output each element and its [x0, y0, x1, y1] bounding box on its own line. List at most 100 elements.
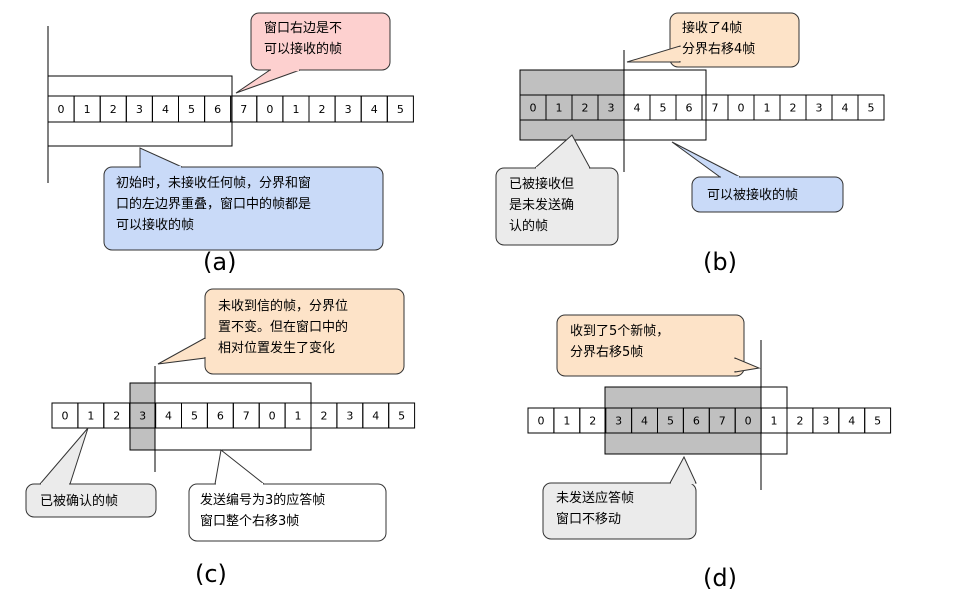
callout-text-line: 分界右移5帧: [570, 345, 643, 360]
frame-number: 1: [84, 103, 91, 116]
callout-box: [188, 483, 387, 542]
callout-box: [204, 288, 405, 375]
frame-number: 3: [345, 103, 352, 116]
frame-number: 6: [686, 102, 693, 115]
callout-box: [556, 314, 745, 377]
frame-number: 2: [320, 410, 327, 423]
frame-cell: 1: [77, 402, 105, 429]
frame-cell: 2: [786, 407, 814, 434]
frame-cell: 3: [334, 95, 362, 123]
callout-box: [25, 483, 157, 518]
frame-cell-box: [857, 94, 885, 121]
frame-number: 0: [738, 102, 745, 115]
frame-number: 5: [191, 410, 198, 423]
frame-number: 1: [563, 415, 570, 428]
frame-number: 6: [693, 415, 700, 428]
callout-text-line: 发送编号为3的应答帧: [200, 492, 325, 508]
frame-number: 4: [371, 103, 378, 116]
frame-cell: 4: [831, 94, 859, 121]
frame-number: 2: [589, 415, 596, 428]
frame-cell: 3: [336, 402, 364, 429]
frame-number: 0: [269, 410, 276, 423]
callout-text-line: 可以被接收的帧: [707, 187, 798, 203]
frame-number: 0: [58, 103, 65, 116]
frame-cell: 2: [103, 402, 131, 429]
frame-number: 0: [266, 103, 273, 116]
frame-number: 3: [816, 102, 823, 115]
frame-cell: 1: [760, 407, 788, 434]
callout-text-line: 分界右移4帧: [682, 42, 755, 57]
callout-pointer: [38, 427, 89, 485]
frame-cell: 2: [779, 94, 807, 121]
callout-pointer: [671, 141, 741, 178]
callout-box: [542, 482, 697, 540]
callout-text-line: 已被确认的帧: [40, 493, 118, 509]
panel-label: (c): [195, 560, 227, 588]
frame-number: 0: [537, 415, 544, 428]
shaded-region: [130, 383, 155, 450]
frame-cell: 3: [125, 95, 153, 123]
frame-number: 2: [796, 415, 803, 428]
frame-cell: 6: [206, 402, 234, 429]
callout-text-line: 收到了5个新帧，: [570, 323, 669, 339]
frame-cell: 0: [47, 95, 75, 123]
callout-pointer: [214, 449, 266, 485]
frame-number: 1: [292, 103, 299, 116]
note-receivable: 可以被接收的帧: [671, 141, 844, 213]
frame-number: 4: [165, 410, 172, 423]
callout-box: [250, 12, 391, 71]
frame-cell: 1: [553, 407, 581, 434]
frame-cell: 7: [232, 402, 260, 429]
frame-number: 5: [868, 102, 875, 115]
callout-box: [103, 166, 384, 251]
frame-cell: 5: [864, 407, 892, 434]
frame-cell: 3: [805, 94, 833, 121]
frame-number: 3: [346, 410, 353, 423]
frame-cell: 6: [204, 95, 232, 123]
callout-pointer: [734, 357, 761, 373]
callout-pointer: [139, 147, 183, 168]
frame-cell: 0: [258, 402, 286, 429]
frame-number: 6: [214, 103, 221, 116]
frame-cell: 5: [857, 94, 885, 121]
callout-text-line: 未发送应答帧: [556, 490, 634, 506]
callout-pointer: [235, 69, 301, 94]
frame-number: 0: [530, 102, 537, 115]
frame-number: 3: [615, 415, 622, 428]
panel-label: (a): [203, 248, 236, 276]
frame-number: 1: [771, 415, 778, 428]
frame-number: 4: [634, 102, 641, 115]
callout-text-line: 口的左边界重叠，窗口中的帧都是: [116, 196, 311, 212]
frame-number: 5: [667, 415, 674, 428]
panel-label: (b): [703, 248, 737, 276]
frame-cell: 5: [649, 94, 677, 121]
frame-number: 5: [397, 103, 404, 116]
frame-cell: 3: [812, 407, 840, 434]
panel-label: (d): [703, 564, 737, 592]
frame-cell-box: [864, 407, 892, 434]
frame-number: 5: [188, 103, 195, 116]
callout-text-line: 窗口整个右移3帧: [200, 513, 299, 529]
frame-number: 2: [319, 103, 326, 116]
frame-cell: 5: [181, 402, 208, 429]
frame-number: 3: [139, 410, 146, 423]
frame-cell: 4: [623, 94, 651, 121]
frame-number: 5: [398, 410, 405, 423]
frame-cell: 5: [388, 402, 416, 429]
frame-number: 4: [641, 415, 648, 428]
frame-number: 0: [61, 410, 68, 423]
frame-number: 1: [764, 102, 771, 115]
frame-cell: 7: [230, 95, 258, 123]
frame-cell: 5: [178, 95, 206, 123]
frame-number: 3: [608, 102, 615, 115]
frame-number: 0: [745, 415, 752, 428]
frame-cell: 2: [579, 407, 607, 434]
frame-cell: 1: [753, 94, 781, 121]
frame-cell-box: [388, 402, 416, 429]
